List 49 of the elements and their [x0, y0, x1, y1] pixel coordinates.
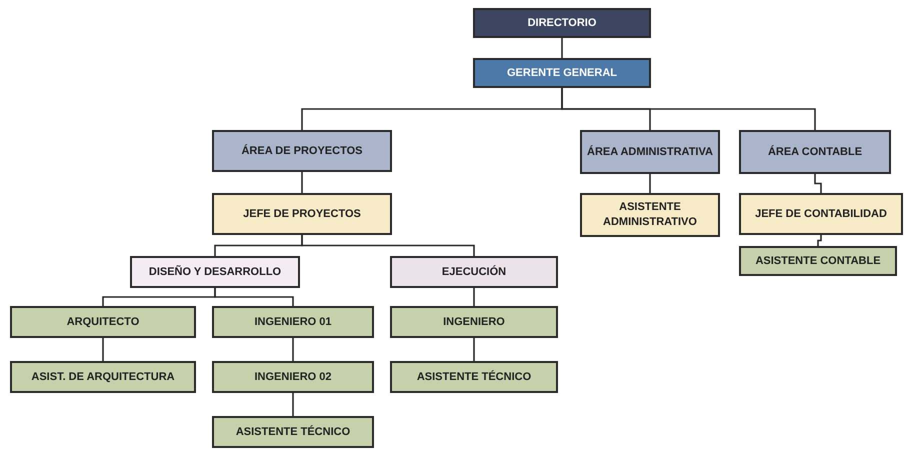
position-title: ARQUITECTO	[66, 314, 140, 330]
position-box	[212, 361, 374, 393]
position-title: ASISTENTE TÉCNICO	[236, 424, 350, 440]
position-box	[580, 130, 720, 174]
position-title: INGENIERO	[443, 314, 505, 330]
position-box	[390, 361, 558, 393]
position-title: GERENTE GENERAL	[506, 66, 617, 80]
position-box	[212, 193, 392, 235]
position-title: EJECUCIÓN	[442, 264, 506, 280]
connector-line	[561, 38, 563, 58]
connector-line	[817, 235, 822, 246]
position-box	[580, 193, 720, 237]
connector-line	[561, 88, 816, 130]
position-title: ÁREA DE PROYECTOS	[241, 144, 363, 158]
position-box	[739, 246, 897, 276]
position-title: ÁREA CONTABLE	[768, 144, 862, 160]
position-title: ASISTENTE ADMINISTRATIVO	[602, 200, 698, 230]
connector-line	[301, 172, 303, 193]
position-box	[212, 130, 392, 172]
position-title: JEFE DE CONTABILIDAD	[755, 206, 887, 222]
position-box	[473, 8, 651, 38]
position-box	[130, 256, 300, 288]
position-title: ÁREA ADMINISTRATIVA	[587, 144, 713, 160]
connector-line	[301, 235, 475, 256]
position-box	[212, 306, 374, 338]
connector-line	[473, 338, 475, 361]
position-title: DIRECTORIO	[528, 16, 596, 30]
position-box	[739, 193, 903, 235]
position-title: ASISTENTE CONTABLE	[755, 254, 881, 268]
position-box	[390, 256, 558, 288]
connector-line	[649, 174, 651, 193]
position-box	[212, 416, 374, 448]
position-title: ASISTENTE TÉCNICO	[416, 370, 532, 384]
position-box	[10, 361, 196, 393]
position-title: DISEÑO Y DESARROLLO	[148, 264, 282, 280]
position-box	[739, 130, 891, 174]
connector-line	[102, 338, 104, 361]
position-box	[10, 306, 196, 338]
position-title: INGENIERO 02	[254, 370, 332, 384]
position-box	[473, 58, 651, 88]
position-title: ASIST. DE ARQUITECTURA	[31, 370, 175, 384]
position-title: JEFE DE PROYECTOS	[243, 206, 361, 222]
connector-line	[292, 338, 294, 361]
position-title: INGENIERO 01	[254, 314, 332, 330]
connector-line	[214, 288, 294, 306]
connector-line	[814, 174, 822, 193]
connector-line	[292, 393, 294, 416]
position-box	[390, 306, 558, 338]
connector-line	[473, 288, 475, 306]
